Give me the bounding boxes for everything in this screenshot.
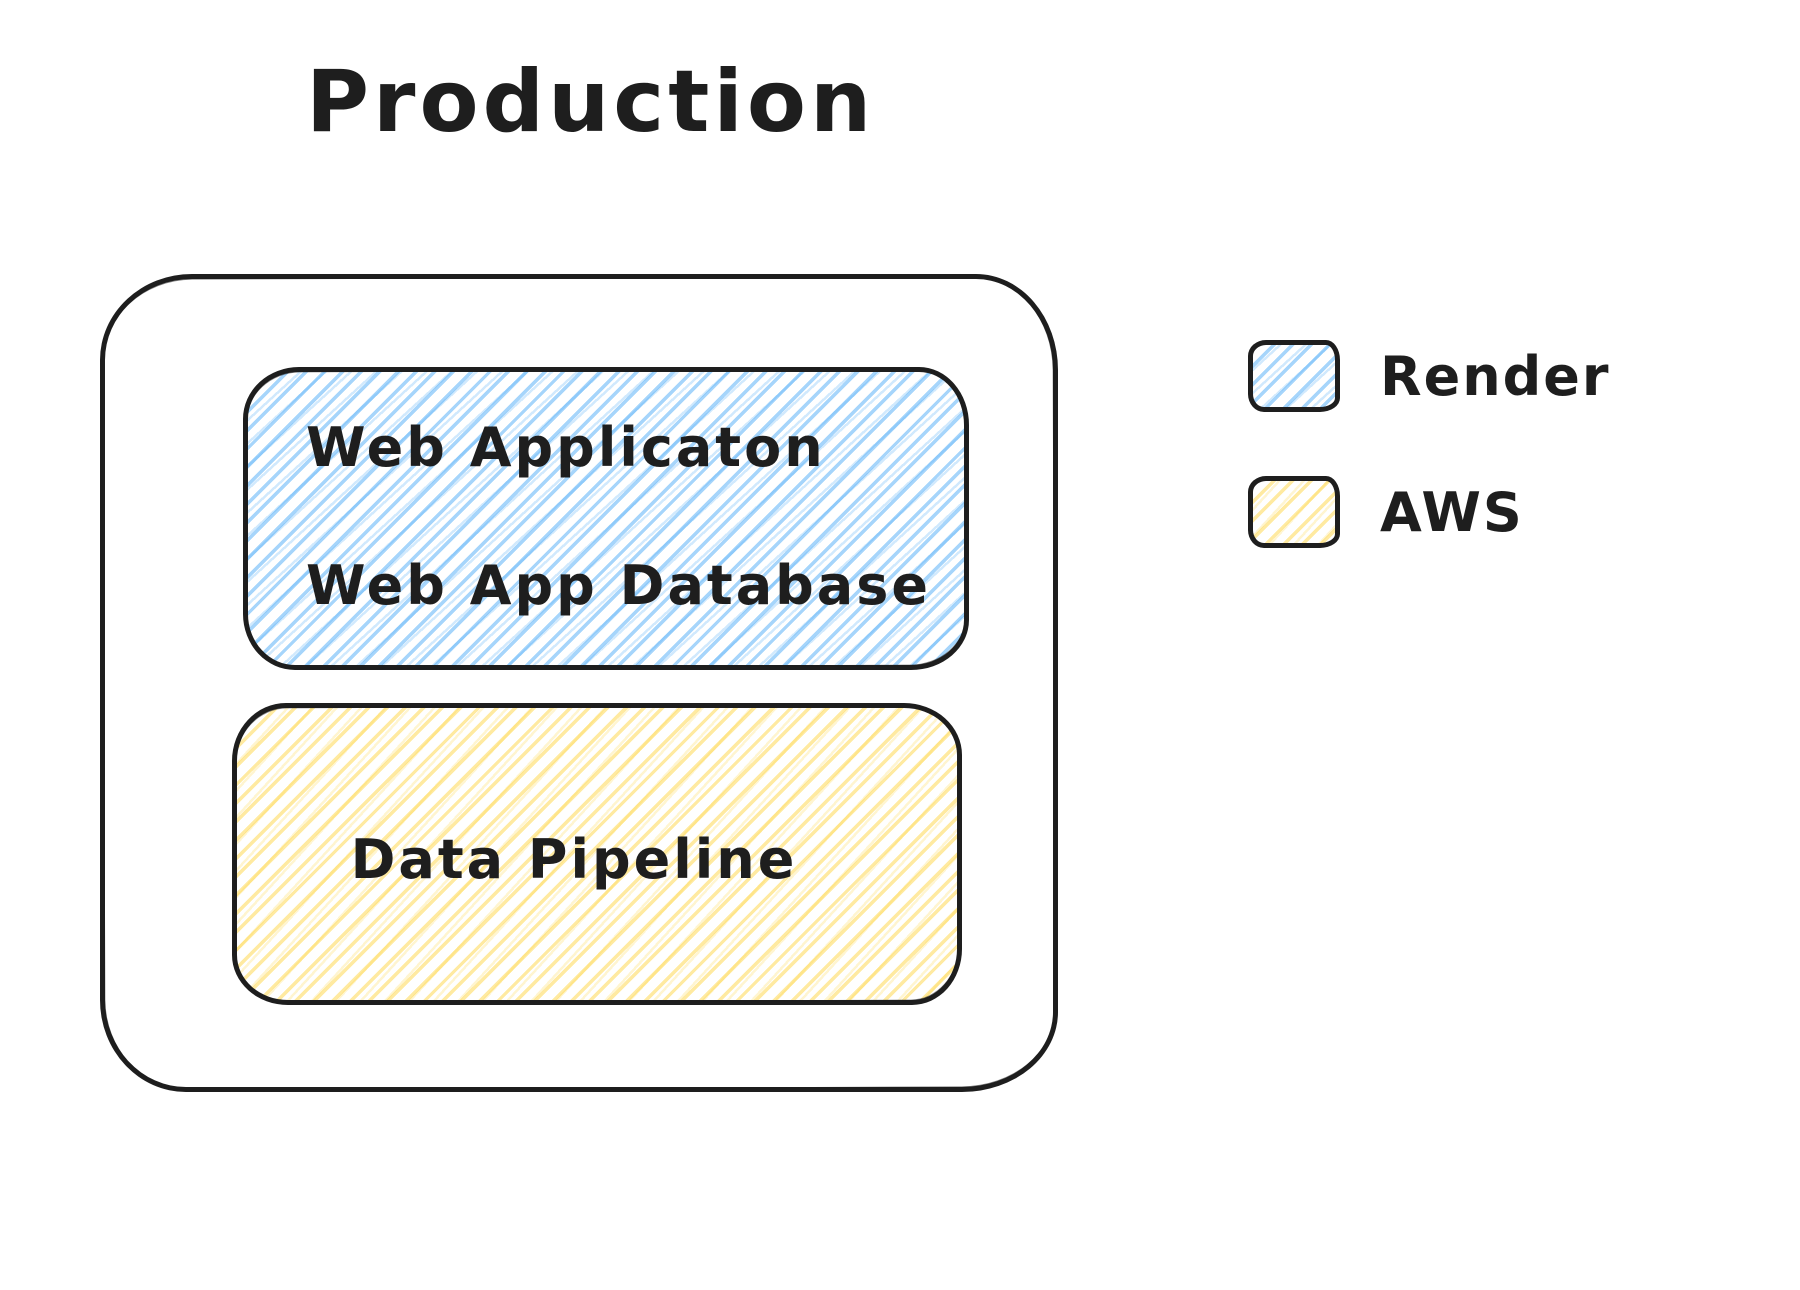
- web-application-node: Web Applicaton Web App Database: [243, 367, 969, 670]
- aws-swatch-icon: [1248, 476, 1340, 548]
- data-pipeline-label: Data Pipeline: [350, 828, 798, 891]
- legend-label-aws: AWS: [1380, 480, 1524, 544]
- web-app-database-label: Web App Database: [306, 554, 931, 617]
- render-swatch-icon: [1248, 340, 1340, 412]
- legend-item-aws: AWS: [1248, 476, 1611, 548]
- production-group-box: Web Applicaton Web App Database Data Pip…: [100, 274, 1058, 1092]
- diagram-title: Production: [306, 52, 876, 152]
- web-application-label: Web Applicaton: [306, 416, 826, 479]
- legend-item-render: Render: [1248, 340, 1611, 412]
- legend: Render AWS: [1248, 340, 1611, 612]
- data-pipeline-node: Data Pipeline: [232, 703, 962, 1005]
- legend-label-render: Render: [1380, 344, 1611, 408]
